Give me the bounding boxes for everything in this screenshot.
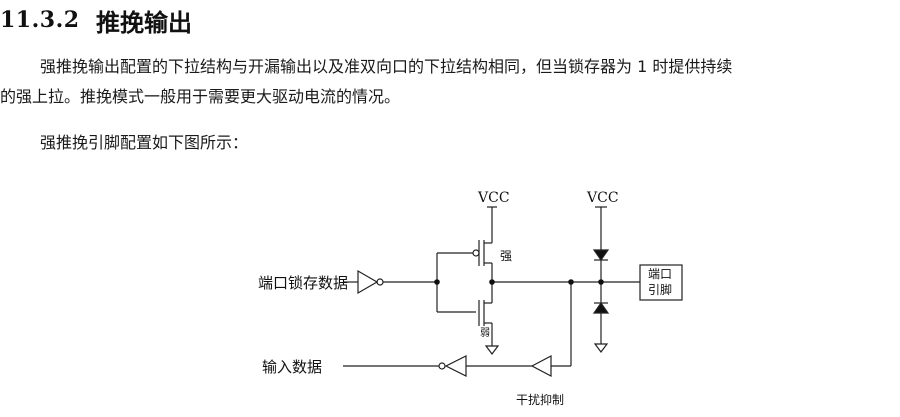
- nmos-ground: [484, 345, 500, 355]
- strong-label: 强: [500, 249, 512, 263]
- upper-diode: [592, 249, 610, 262]
- junction-dot: [434, 279, 440, 285]
- interference-buffer: [530, 355, 552, 377]
- input-inverter-2: [444, 355, 467, 377]
- junction-dot: [568, 279, 574, 285]
- section-heading: 11.3.2 推挽输出: [0, 2, 192, 38]
- junction-dot: [489, 279, 495, 285]
- pmos-gate-bubble: [472, 249, 480, 257]
- paragraph-line-1: 强推挽输出配置的下拉结构与开漏输出以及准双向口的下拉结构相同，但当锁存器为 1 …: [40, 57, 733, 76]
- input-label: 端口锁存数据: [258, 274, 348, 292]
- weak-label: 弱: [480, 327, 490, 339]
- section-title: 推挽输出: [96, 8, 192, 37]
- junction-dot: [598, 279, 604, 285]
- pin-label-line-1: 端口: [648, 267, 672, 281]
- paragraph-figure-intro: 强推挽引脚配置如下图所示：: [40, 133, 249, 152]
- input-inverter-2-bubble: [438, 362, 446, 370]
- diode-ground: [593, 343, 609, 353]
- pin-label-line-2: 引脚: [648, 282, 672, 297]
- lower-diode: [592, 301, 610, 314]
- vcc-right-label: VCC: [586, 190, 619, 206]
- interference-label: 干扰抑制: [516, 392, 564, 407]
- port-pin-box: [639, 264, 683, 301]
- section-number: 11.3.2: [0, 7, 80, 33]
- input-inverter: [357, 269, 379, 295]
- paragraph-line-2: 的强上拉。推挽模式一般用于需要更大驱动电流的情况。: [0, 87, 401, 106]
- output-label: 输入数据: [262, 358, 322, 376]
- vcc-left-label: VCC: [477, 190, 510, 206]
